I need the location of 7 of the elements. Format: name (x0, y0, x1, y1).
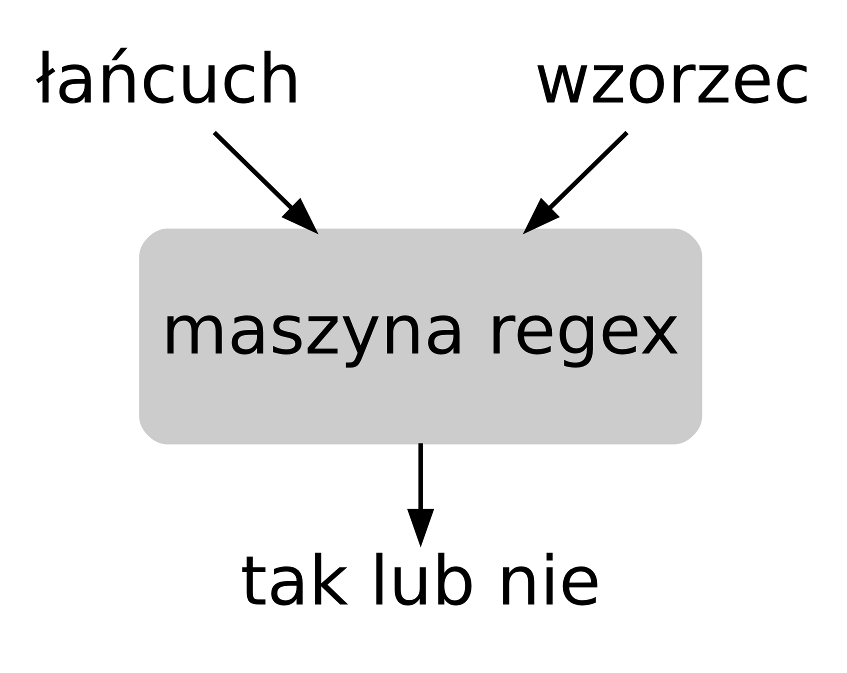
node-text: łańcuch (36, 40, 302, 120)
arrow (407, 443, 434, 548)
node-text: tak lub nie (240, 542, 601, 622)
node-box: maszyna regex (139, 228, 702, 444)
arrow (522, 130, 629, 234)
node-text: wzorzec (534, 40, 811, 120)
arrow (212, 130, 319, 234)
